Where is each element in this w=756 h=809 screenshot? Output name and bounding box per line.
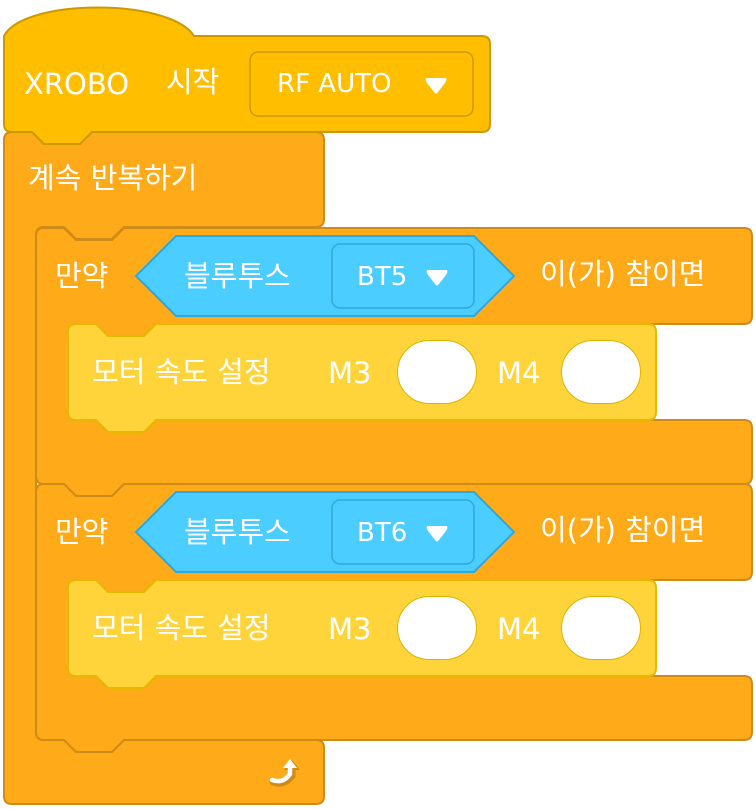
motor-m3-label-1: M3 xyxy=(328,356,372,390)
sensor-dropdown-2[interactable] xyxy=(331,499,475,565)
hat-dropdown[interactable] xyxy=(249,51,474,117)
motor-m4-input-2[interactable] xyxy=(561,596,641,660)
hat-dropdown-value: RF AUTO xyxy=(277,69,392,99)
motor-label-1: 모터 속도 설정 xyxy=(92,355,271,389)
motor-m3-label-2: M3 xyxy=(328,612,372,646)
forever-label: 계속 반복하기 xyxy=(28,161,198,195)
sensor-value-2: BT6 xyxy=(357,518,408,548)
hat-dropdown-arrow-icon xyxy=(425,78,447,94)
condition-suffix-2: 이(가) 참이면 xyxy=(540,513,706,547)
sensor-value-1: BT5 xyxy=(357,262,408,292)
hat-label-xrobo: XROBO xyxy=(24,67,130,101)
sensor-dropdown-arrow-icon-2 xyxy=(426,526,448,542)
if-label-2: 만약 xyxy=(55,515,109,549)
motor-m4-label-1: M4 xyxy=(497,356,541,390)
motor-speed-block-1[interactable] xyxy=(67,323,657,433)
if-label-1: 만약 xyxy=(55,259,109,293)
sensor-label-1: 블루투스 xyxy=(184,259,291,293)
sensor-label-2: 블루투스 xyxy=(184,515,291,549)
motor-m4-input-1[interactable] xyxy=(561,340,641,404)
motor-m3-input-2[interactable] xyxy=(397,596,477,660)
sensor-dropdown-1[interactable] xyxy=(331,243,475,309)
condition-suffix-1: 이(가) 참이면 xyxy=(540,257,706,291)
hat-label-start: 시작 xyxy=(166,65,220,99)
motor-m4-label-2: M4 xyxy=(497,612,541,646)
motor-label-2: 모터 속도 설정 xyxy=(92,611,271,645)
motor-m3-input-1[interactable] xyxy=(397,340,477,404)
sensor-dropdown-arrow-icon-1 xyxy=(426,270,448,286)
motor-speed-block-2[interactable] xyxy=(67,579,657,689)
loop-arrow-icon xyxy=(269,759,300,787)
